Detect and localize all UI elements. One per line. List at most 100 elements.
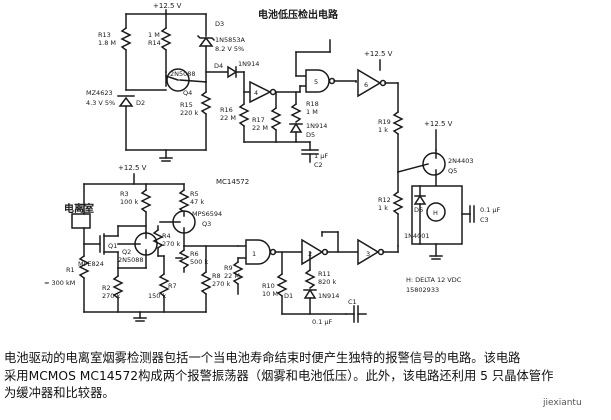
inverter-gate-2 [301, 238, 324, 266]
d1-name: D1 [284, 292, 293, 300]
gate5-label: 5 [314, 78, 318, 86]
ion-chamber-label: 电离室 [64, 202, 94, 215]
d4-part: 1N914 [238, 60, 259, 68]
mz-part: MZ4623 [86, 89, 113, 97]
q1-part: MFE824 [78, 260, 104, 268]
r2-name: R2 [102, 284, 111, 292]
q2-part: 2N5088 [118, 256, 144, 264]
resistor-r9 [232, 260, 244, 286]
r6-value: 500 k [190, 258, 208, 266]
horn-label: H: DELTA 12 VDC [406, 276, 462, 284]
ion-chamber [71, 213, 91, 229]
r4-value: 270 k [162, 240, 180, 248]
r9-value: 22 M [224, 272, 240, 280]
d5-name: D5 [306, 131, 315, 139]
q4-part: 2N5088 [170, 70, 196, 78]
r14-value: 1 M [148, 31, 160, 39]
resistor-r19 [392, 110, 404, 136]
r7-name: R7 [168, 282, 177, 290]
d5-part: 1N914 [306, 122, 327, 130]
watermark: jiexiantu [543, 398, 582, 408]
horn-h [426, 202, 446, 222]
d3-name: D3 [215, 20, 224, 28]
resistor-r3 [140, 188, 152, 214]
r18-value: 1 M [306, 108, 318, 116]
q1-name: Q1 [108, 242, 117, 250]
r4-name: R4 [162, 232, 171, 240]
r9-name: R9 [224, 264, 233, 272]
resistor-r7 [158, 272, 170, 298]
r11-value: 820 k [318, 278, 336, 286]
battery-low-detector: +12.5 V R13 1.8 M 1 M R14 D3 1N5853A 8.2… [86, 2, 404, 173]
d4-name: D4 [214, 62, 223, 70]
resistor-r12 [392, 190, 404, 216]
resistor-r14 [160, 26, 172, 52]
r19-name: R19 [378, 118, 391, 126]
vcc-left-label: +12.5 V [118, 164, 147, 172]
gate6-label: 6 [364, 81, 368, 89]
r13-name: R13 [98, 31, 111, 39]
resistor-r17 [270, 106, 282, 132]
r17-value: 22 M [252, 124, 268, 132]
vcc-right-label: +12.5 V [364, 50, 393, 58]
r6-name: R6 [190, 250, 199, 258]
c1-name: C1 [348, 298, 357, 306]
r5-name: R5 [190, 190, 199, 198]
d1-part: 1N914 [318, 292, 339, 300]
q4-name: Q4 [183, 89, 192, 97]
ic-label: MC14572 [216, 178, 249, 186]
q5-name: Q5 [448, 167, 457, 175]
gate3-label: 3 [366, 250, 370, 258]
diode-d5 [289, 122, 303, 133]
r15-name: R15 [180, 101, 193, 109]
r12-name: R12 [378, 196, 391, 204]
r13-value: 1.8 M [98, 39, 116, 47]
diode-d1 [303, 288, 317, 299]
q2-name: Q2 [122, 248, 131, 256]
r3-value: 100 k [120, 198, 138, 206]
smoke-oscillator: 1 2 3 R9 22 M R10 10 M R11 820 k [224, 231, 399, 326]
r12-value: 1 k [378, 204, 388, 212]
low-battery-circuit-title: 电池低压检出电路 [258, 8, 339, 21]
r3-name: R3 [120, 190, 129, 198]
q5-part: 2N4403 [448, 157, 474, 165]
inverter-gate-3 [357, 238, 380, 266]
r19-value: 1 k [378, 126, 388, 134]
horn-part: 15802933 [406, 286, 439, 294]
r11-name: R11 [318, 270, 331, 278]
q3-name: Q3 [202, 220, 211, 228]
resistor-r18 [290, 102, 302, 124]
r17-name: R17 [252, 116, 265, 124]
resistor-r13 [120, 26, 132, 52]
resistor-r11 [304, 268, 316, 290]
c3-value: 0.1 µF [480, 206, 501, 214]
buffer-gate-6 [357, 68, 382, 98]
q3-part: MPS6594 [192, 210, 222, 218]
d2-name: D2 [136, 99, 145, 107]
resistor-r15 [200, 90, 212, 116]
resistor-r5 [178, 188, 190, 214]
r15-value: 220 k [180, 109, 198, 117]
c2-value: 1 µF [314, 152, 328, 160]
r7-value: 150 k [148, 292, 166, 300]
horn-driver: +12.5 V 2N4403 Q5 R12 1 k H D6 1N4001 0.… [378, 120, 501, 294]
r8-value: 270 k [212, 280, 230, 288]
resistor-r2 [112, 274, 124, 300]
resistor-r4 [152, 228, 164, 250]
transistor-q5 [422, 152, 446, 176]
c1-value: 0.1 µF [312, 318, 333, 326]
r18-name: R18 [306, 100, 319, 108]
r16-name: R16 [220, 106, 233, 114]
r16-value: 22 M [220, 114, 236, 122]
c2-name: C2 [314, 161, 323, 169]
diode-d4 [227, 65, 238, 79]
r8-name: R8 [212, 272, 221, 280]
d6-part: 1N4001 [404, 232, 430, 240]
ion-chamber-front-end: 电离室 +12.5 V R3 100 k R5 47 k MPS6594 Q3 [44, 164, 249, 322]
r10-value: 10 M [262, 290, 278, 298]
caption-line-2: 采用MCMOS MC14572构成两个报警振荡器（烟雾和电池低压）。此外，该电路… [4, 368, 554, 383]
r1-value: ≈ 300 kM [44, 279, 75, 287]
resistor-r8 [200, 270, 212, 296]
mz-spec: 4.3 V 5% [86, 99, 115, 107]
